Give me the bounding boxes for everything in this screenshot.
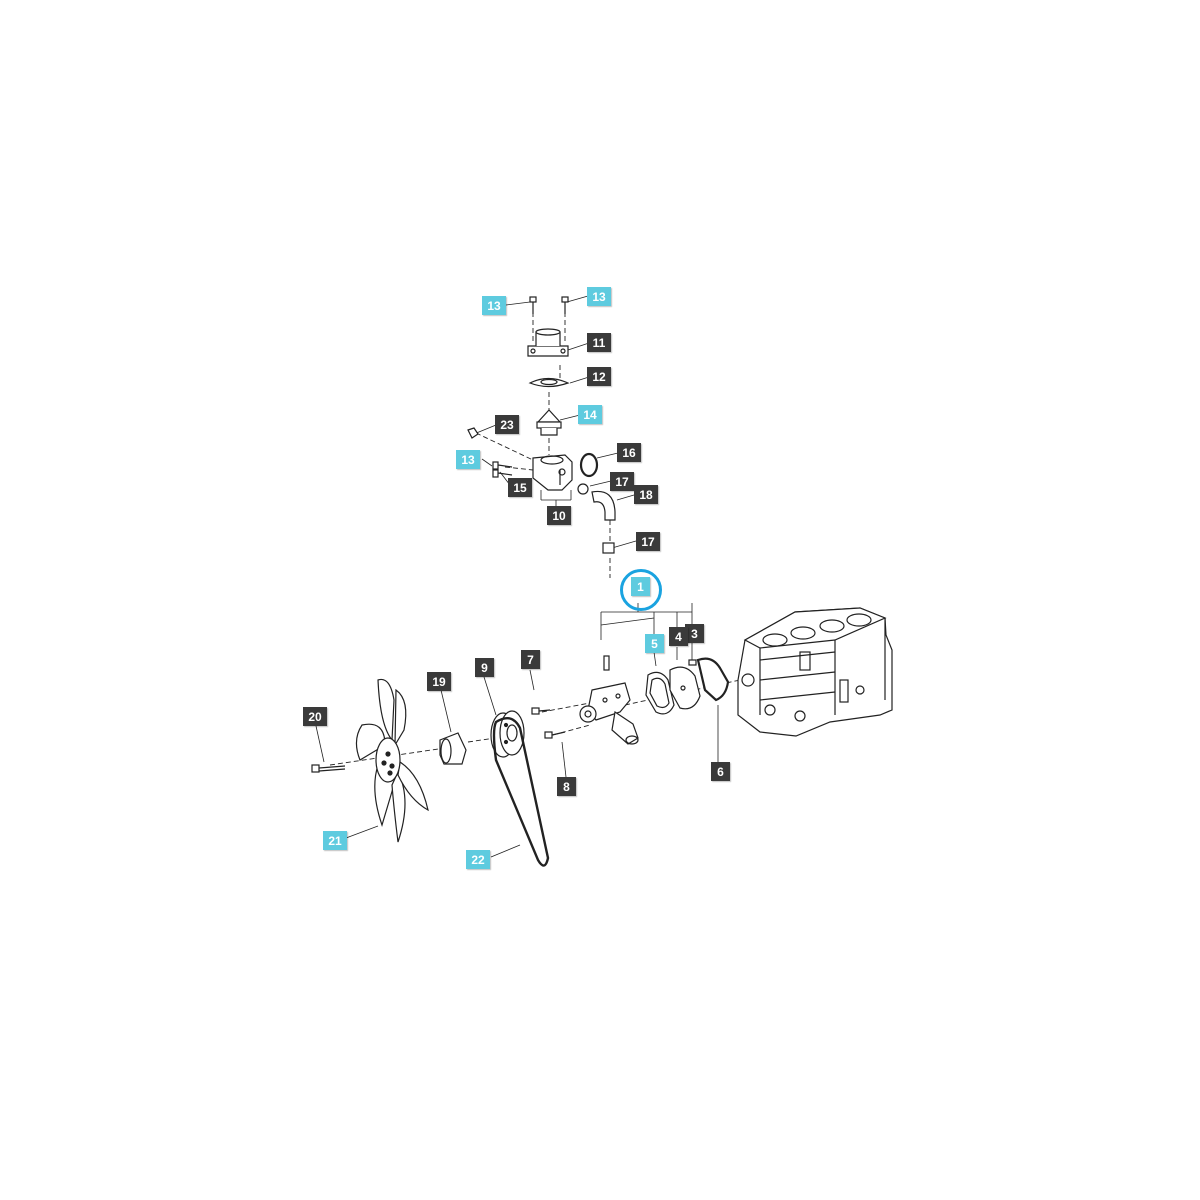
water-pump-body <box>579 682 639 745</box>
part-label-22[interactable]: 22 <box>466 850 490 869</box>
part-label-11[interactable]: 11 <box>587 333 611 352</box>
part-label-21[interactable]: 21 <box>323 831 347 850</box>
bolt-8 <box>544 731 566 739</box>
bolts-13-15 <box>492 461 513 478</box>
spacer-19 <box>439 732 467 765</box>
plate-4 <box>669 666 701 710</box>
part-label-12[interactable]: 12 <box>587 367 611 386</box>
part-label-10[interactable]: 10 <box>547 506 571 525</box>
part-label-9[interactable]: 9 <box>475 658 494 677</box>
part-label-6[interactable]: 6 <box>711 762 730 781</box>
clamp-17-lower <box>602 542 615 554</box>
engine-block <box>737 607 893 737</box>
sensor-23 <box>467 427 479 439</box>
v-belt-22 <box>492 716 550 867</box>
bolt-20 <box>311 764 346 773</box>
part-label-19[interactable]: 19 <box>427 672 451 691</box>
part-label-20[interactable]: 20 <box>303 707 327 726</box>
gasket-16 <box>579 452 599 478</box>
part-label-18[interactable]: 18 <box>634 485 658 504</box>
part-label-17-lower[interactable]: 17 <box>636 532 660 551</box>
part-label-7[interactable]: 7 <box>521 650 540 669</box>
part-label-8[interactable]: 8 <box>557 777 576 796</box>
bolt-13-right <box>561 296 569 314</box>
part-label-3[interactable]: 3 <box>685 624 704 643</box>
bypass-hose-18 <box>591 490 616 521</box>
gasket-6 <box>696 657 730 702</box>
part-label-4[interactable]: 4 <box>669 627 688 646</box>
bolt-13-left <box>529 296 537 314</box>
part-label-16[interactable]: 16 <box>617 443 641 462</box>
pin-5 <box>603 655 610 671</box>
fan-21 <box>355 678 429 843</box>
bolt-7 <box>531 707 551 715</box>
pin-3 <box>688 659 697 666</box>
water-outlet-11 <box>527 328 569 357</box>
gasket-5 <box>645 671 675 715</box>
part-label-13-housing-bolt[interactable]: 13 <box>456 450 480 469</box>
part-label-15[interactable]: 15 <box>508 478 532 497</box>
part-label-13-top-right[interactable]: 13 <box>587 287 611 306</box>
thermostat-housing-10 <box>532 454 573 491</box>
part-label-13-top-left[interactable]: 13 <box>482 296 506 315</box>
clamp-17-upper <box>577 483 589 495</box>
part-label-14[interactable]: 14 <box>578 405 602 424</box>
gasket-12 <box>528 377 570 388</box>
part-label-1[interactable]: 1 <box>631 577 650 596</box>
part-label-23[interactable]: 23 <box>495 415 519 434</box>
highlight-ring-item-1 <box>620 569 662 611</box>
part-label-17-upper[interactable]: 17 <box>610 472 634 491</box>
pulley-9 <box>490 710 525 758</box>
leader-lines <box>315 295 719 858</box>
thermostat-14 <box>536 409 562 436</box>
part-label-5[interactable]: 5 <box>645 634 664 653</box>
